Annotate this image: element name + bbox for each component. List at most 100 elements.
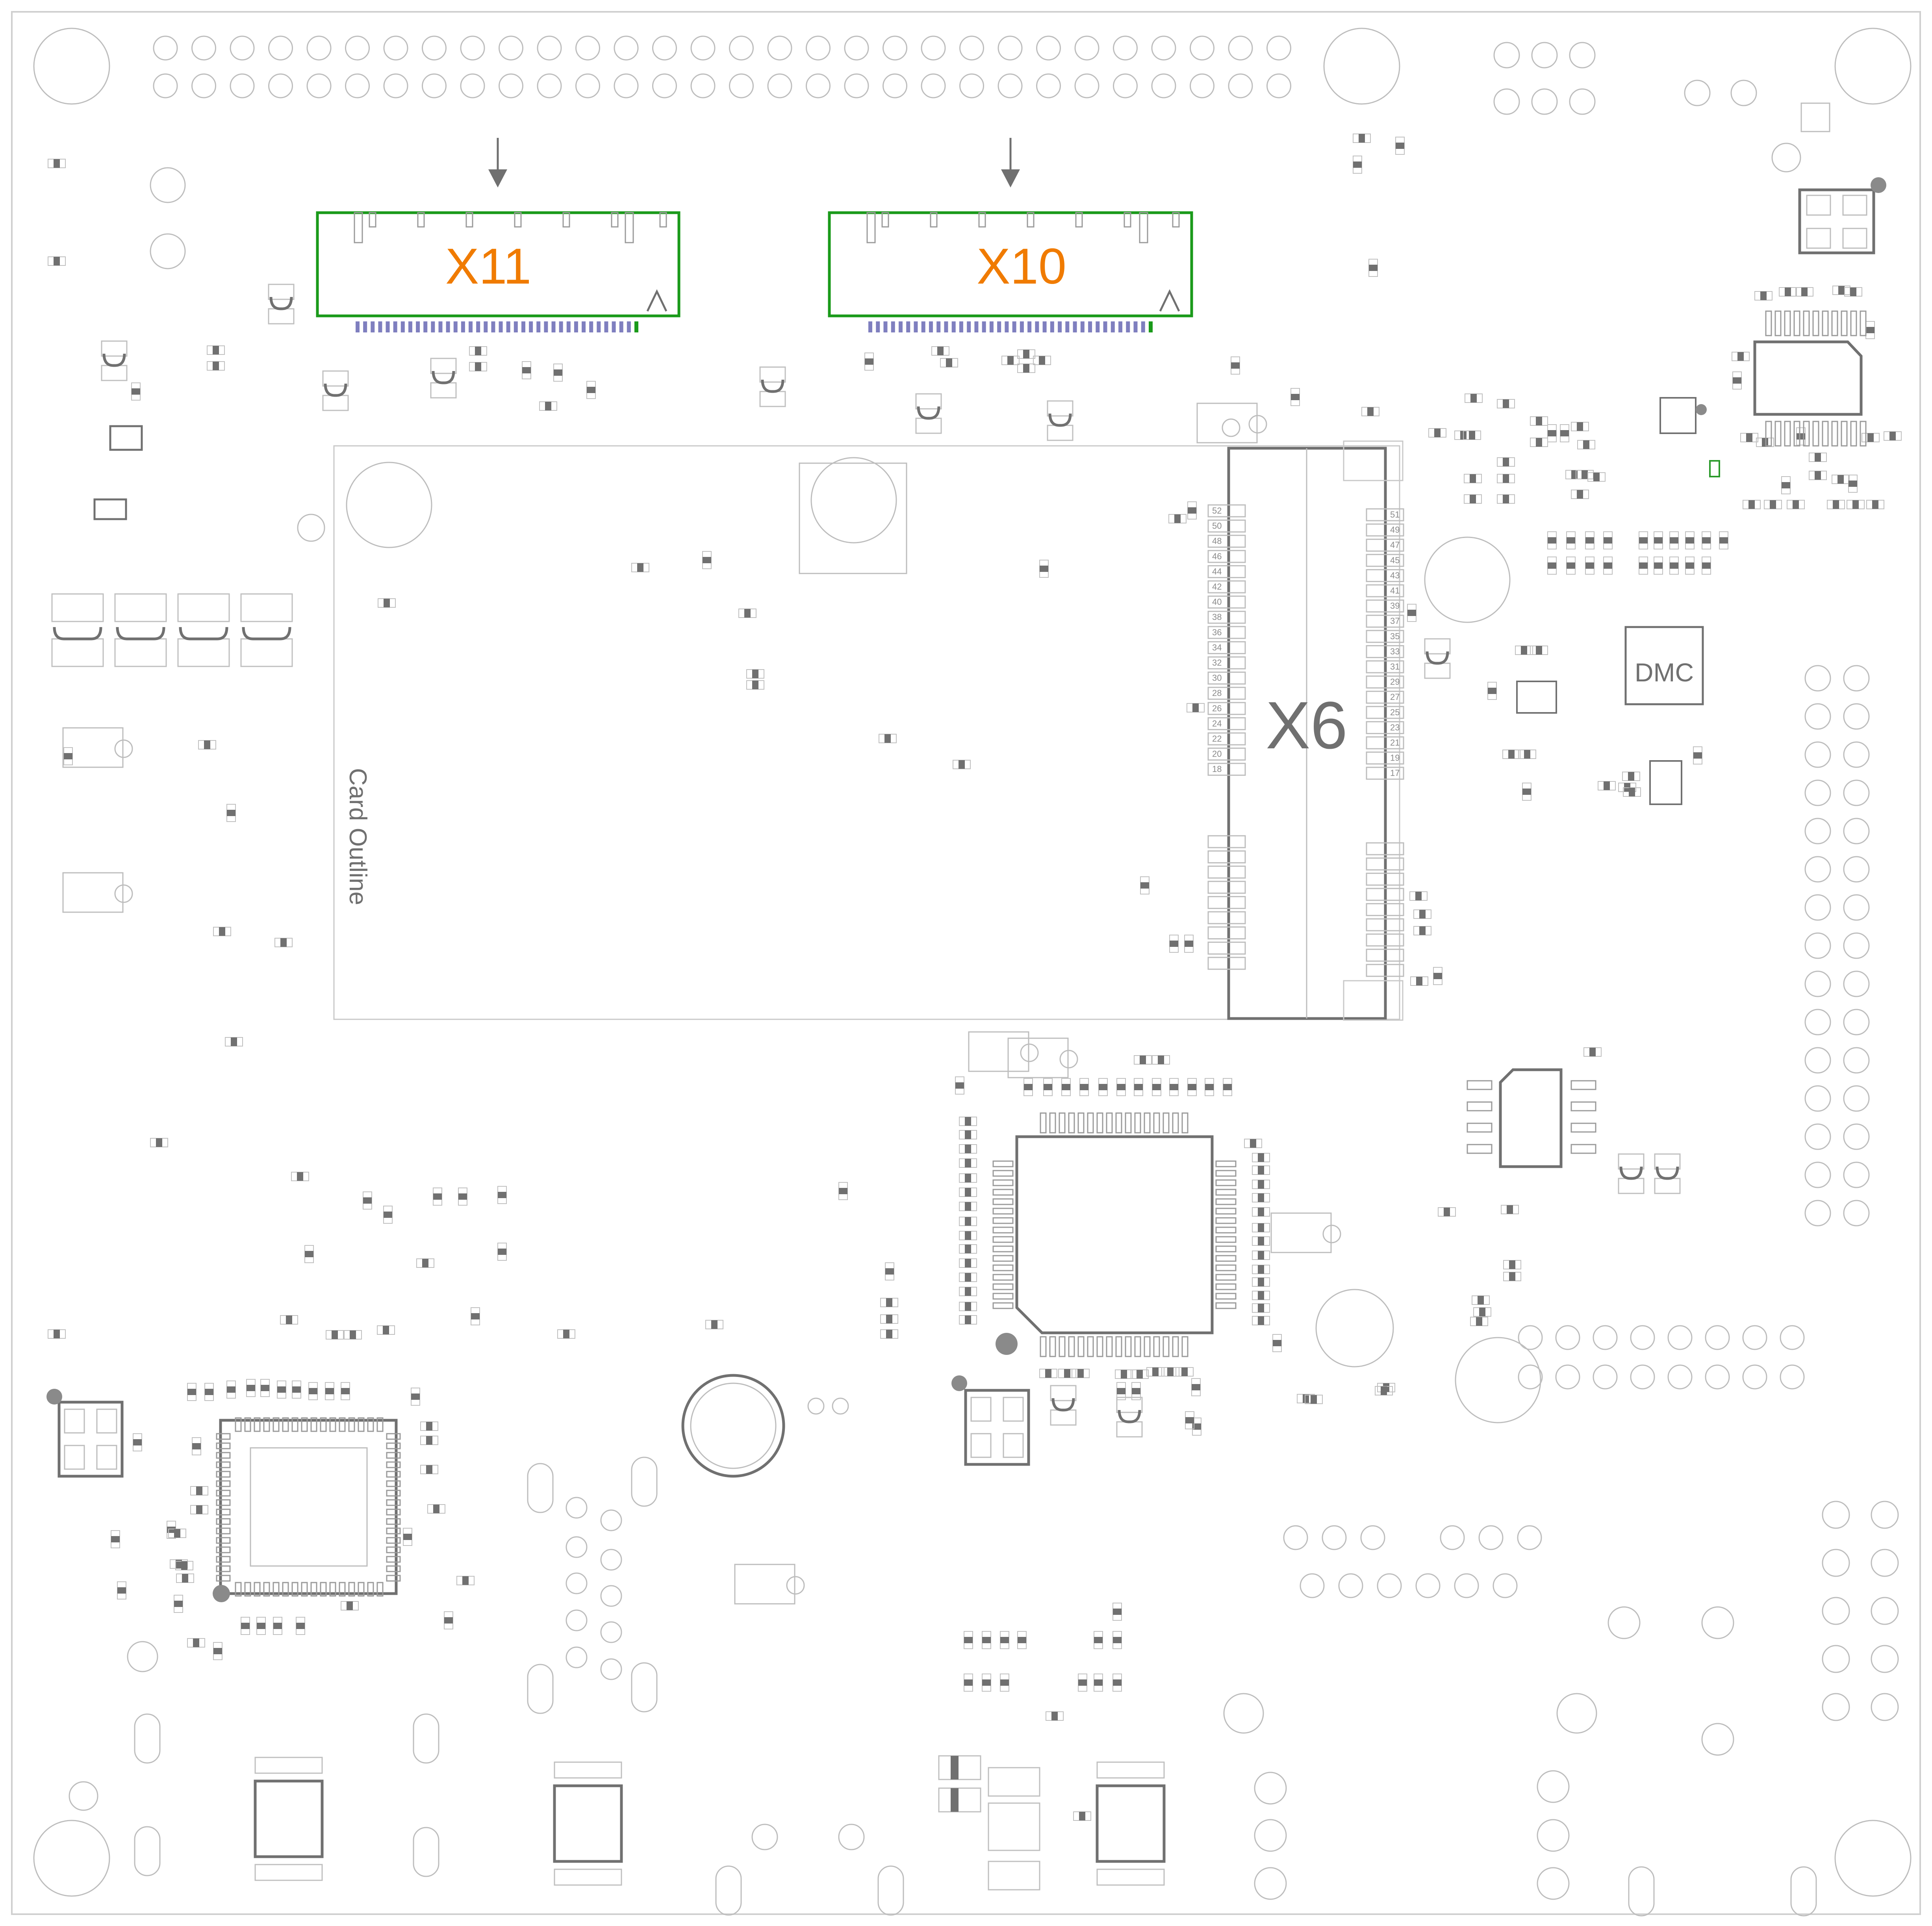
header-pin <box>1843 1047 1870 1074</box>
x6-pin-number: 36 <box>1212 627 1222 637</box>
header-pin <box>1742 1325 1767 1350</box>
capacitor-footprint <box>240 593 293 667</box>
header-pin <box>614 73 639 98</box>
chip-pad <box>1469 431 1475 440</box>
header-pin <box>1705 1325 1730 1350</box>
pin <box>566 1572 588 1594</box>
smd-chip <box>1732 352 1750 361</box>
qfp-lead <box>1068 1112 1075 1134</box>
fpc-tooth <box>881 212 889 228</box>
chip-pad <box>132 388 140 395</box>
x6-pad <box>1207 717 1246 730</box>
smd-chip <box>539 401 557 411</box>
chip-pad <box>458 1193 467 1200</box>
chip-pad <box>227 810 235 816</box>
smd-chip <box>1073 1811 1091 1821</box>
smd-chip <box>246 1379 256 1397</box>
smd-chip <box>557 1329 575 1339</box>
smd-chip <box>959 1302 977 1311</box>
header-pin <box>1228 35 1253 61</box>
smd-chip <box>1192 1418 1201 1436</box>
smd-chip <box>1058 1369 1076 1378</box>
smd-chip <box>198 740 216 750</box>
smd-chip <box>325 1382 334 1400</box>
smd-chip <box>377 1325 395 1335</box>
chip-pad <box>965 1117 971 1126</box>
header-pin <box>1493 1573 1518 1598</box>
qfn-lead <box>320 1417 327 1432</box>
smd-chip <box>1244 1139 1262 1148</box>
header-pin <box>1843 1123 1870 1150</box>
chip-pad <box>839 1188 847 1194</box>
ic-lead <box>1467 1123 1493 1133</box>
qfn-lead <box>339 1417 346 1432</box>
x6-pad <box>1366 523 1404 537</box>
qfp-lead <box>992 1170 1014 1177</box>
x10-label: X10 <box>977 238 1066 295</box>
smd-chip <box>168 1529 186 1538</box>
header-pin <box>1804 1085 1831 1112</box>
chip-pad <box>296 1623 305 1629</box>
chip-pad <box>1258 1166 1264 1175</box>
inductor-pad <box>1096 1761 1165 1779</box>
smd-chip <box>48 1329 66 1339</box>
chip-pad <box>885 1268 894 1275</box>
mounting-hole <box>810 457 897 544</box>
fpc-pin <box>1126 321 1130 332</box>
via <box>69 1781 98 1811</box>
qfp-lead <box>1153 1112 1160 1134</box>
header-pin <box>921 35 946 61</box>
cap-pad <box>1654 1153 1681 1170</box>
smd-chip <box>959 1217 977 1226</box>
x6-pad <box>1366 721 1404 734</box>
chip-pad <box>1018 1637 1026 1643</box>
smd-chip <box>1756 438 1774 447</box>
chip-pad <box>384 599 390 607</box>
ic-lead <box>1831 421 1838 447</box>
header-pin <box>499 73 523 98</box>
chip-pad <box>341 1388 350 1394</box>
cap-pad <box>1116 1421 1143 1438</box>
chip-pad <box>1121 1370 1127 1379</box>
fpc-pin <box>386 321 390 332</box>
smd-chip <box>1779 287 1797 297</box>
chip-pad <box>1140 882 1149 889</box>
chip-pad <box>1039 356 1045 365</box>
card-outline-region <box>333 445 1400 1020</box>
chip-pad <box>1733 377 1741 384</box>
chip-pad <box>1023 350 1029 358</box>
chip-pad <box>213 1648 222 1654</box>
x6-pad <box>1207 911 1246 924</box>
smd-chip <box>1231 356 1240 375</box>
power-components <box>93 397 1720 1891</box>
chip-pad <box>332 1330 338 1339</box>
ic-lead <box>1784 421 1791 447</box>
smd-chip <box>959 1287 977 1296</box>
chip-pad <box>955 1082 964 1089</box>
smd-chip <box>953 760 971 769</box>
smd-chip <box>1639 557 1648 575</box>
fpc-pin <box>891 321 895 332</box>
capacitor-footprint <box>51 593 104 667</box>
smd-chip <box>378 598 396 608</box>
cap-pad <box>1654 1178 1681 1194</box>
smd-chip <box>1072 1369 1090 1378</box>
fpc-pin <box>461 321 465 332</box>
header-pin <box>1843 970 1870 997</box>
smd-chip <box>959 1117 977 1126</box>
chip-pad <box>1838 286 1845 295</box>
x6-pin-number: 27 <box>1390 692 1400 702</box>
header-pin <box>1804 1123 1831 1150</box>
smd-chip <box>702 551 712 569</box>
fpc-pin <box>431 321 435 332</box>
fpc-tooth <box>611 212 619 228</box>
cap-pad <box>1047 425 1074 441</box>
qfp-lead <box>992 1255 1014 1262</box>
chip-pad <box>1760 291 1767 300</box>
fpc-tooth <box>369 212 376 228</box>
cap-mark <box>917 406 940 420</box>
smd-chip <box>63 747 73 765</box>
buzzer <box>681 1374 785 1478</box>
smd-chip <box>456 1576 475 1585</box>
